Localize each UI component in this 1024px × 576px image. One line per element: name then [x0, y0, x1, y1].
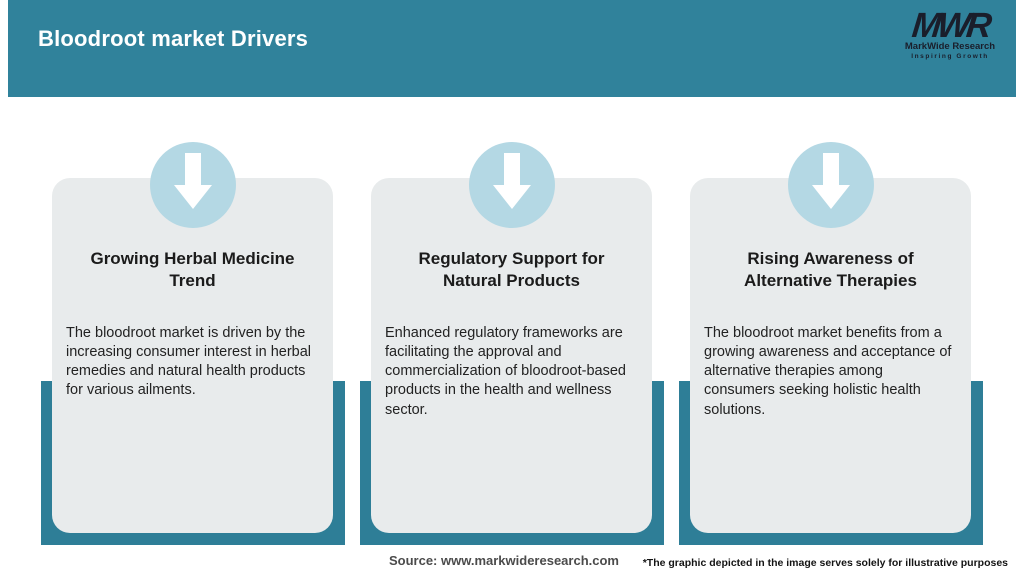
driver-card-title: Growing Herbal Medicine Trend	[90, 249, 295, 290]
source-attribution: Source: www.markwideresearch.com	[388, 553, 619, 568]
header-bar: Bloodroot market Drivers MWR MarkWide Re…	[8, 0, 1016, 97]
disclaimer-note: *The graphic depicted in the image serve…	[642, 557, 1008, 569]
driver-card-description: The bloodroot market is driven by the in…	[66, 324, 312, 399]
down-arrow-icon	[469, 142, 555, 228]
markwide-research-logo: MWR MarkWide Research Inspiring Growth	[898, 6, 1002, 60]
driver-card: Growing Herbal Medicine Trend The bloodr…	[52, 178, 333, 533]
driver-column-2: Regulatory Support for Natural Products …	[360, 142, 664, 545]
driver-card: Regulatory Support for Natural Products …	[371, 178, 652, 533]
logo-tagline: Inspiring Growth	[911, 53, 989, 60]
down-arrow-icon	[788, 142, 874, 228]
driver-card-description: Enhanced regulatory frameworks are facil…	[385, 324, 626, 418]
driver-card: Rising Awareness of Alternative Therapie…	[690, 178, 971, 533]
driver-column-1: Growing Herbal Medicine Trend The bloodr…	[41, 142, 345, 545]
driver-card-description: The bloodroot market benefits from a gro…	[704, 324, 952, 418]
logo-company-name: MarkWide Research	[904, 41, 996, 52]
driver-card-title: Rising Awareness of Alternative Therapie…	[744, 249, 917, 290]
logo-mwr-monogram-icon: MWR	[910, 6, 990, 45]
page-title: Bloodroot market Drivers	[38, 26, 309, 51]
driver-column-3: Rising Awareness of Alternative Therapie…	[679, 142, 983, 545]
down-arrow-icon	[150, 142, 236, 228]
driver-card-title: Regulatory Support for Natural Products	[418, 249, 605, 290]
